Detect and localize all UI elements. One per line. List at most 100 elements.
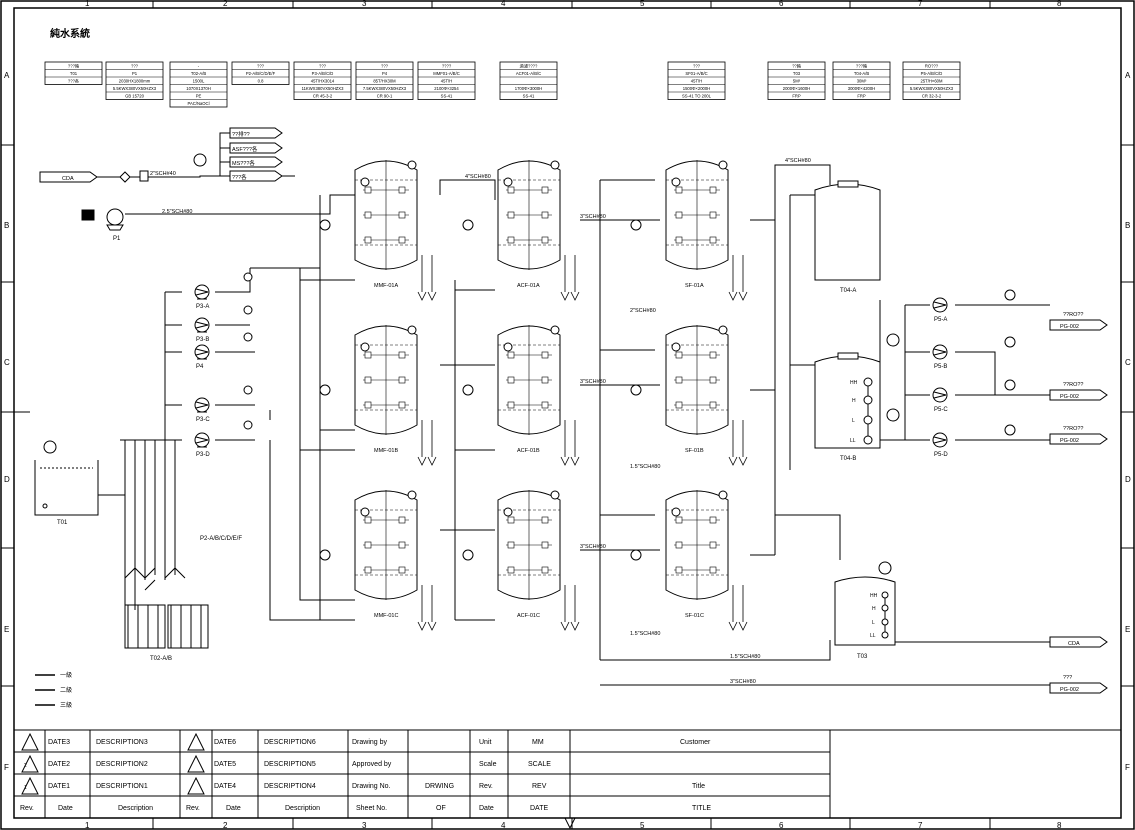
filter-vessels: MMF-01AMMF-01BMMF-01CACF-01AACF-01BACF-0… <box>319 160 748 631</box>
t04b-level-hh: HH <box>850 380 858 386</box>
vessel-sf-a: SF-01A <box>630 160 748 301</box>
inner-border <box>13 7 1122 819</box>
cda-label: CDA <box>62 176 74 182</box>
unit-label: Unit <box>479 739 492 746</box>
equipment-table-cell: 2000Φ×1600H <box>783 86 810 91</box>
tank-t02: T02-A/B P2-A/B/C/D/E/F <box>120 439 242 662</box>
t02-label: T02-A/B <box>150 656 172 662</box>
zone-row-right: D <box>1125 475 1131 484</box>
equipment-table-cell: FRP <box>792 94 801 99</box>
t04b-level-l: L <box>852 418 855 424</box>
acf-b-label: ACF-01B <box>517 448 540 454</box>
equipment-table-cell: CR 45-3-2 <box>313 94 333 99</box>
vessel-acf-b: ACF-01B <box>462 325 580 466</box>
drawing-no-label: Drawing No. <box>352 783 391 790</box>
t03-level-l: L <box>872 620 875 626</box>
equipment-table-cell: SS-41 <box>523 94 535 99</box>
equipment-table-cell: T01 <box>70 71 78 76</box>
line-label-sf-a: 2"SCH#80 <box>630 308 656 314</box>
equipment-table-cell: 2100Φ×3254 <box>434 86 459 91</box>
zone-col-top: 3 <box>362 0 367 8</box>
mmf-b-label: MMF-01B <box>374 448 398 454</box>
dest-label-4: ???各 <box>232 173 247 181</box>
rev-desc-3: DESCRIPTION3 <box>96 739 148 746</box>
t03-level-hh: HH <box>870 593 878 599</box>
equipment-table-cell: 5M³ <box>793 79 801 84</box>
zone-row-right: E <box>1125 625 1130 634</box>
ro-label-b: ??RO?? <box>1063 382 1084 388</box>
rev-col-header: Rev. <box>20 805 34 812</box>
zone-row-left: D <box>4 475 10 484</box>
tank-t04a: T04-A <box>814 180 881 294</box>
tank-t03: HH H L LL T03 <box>834 561 896 660</box>
equipment-table-cell: P2-A/B/C/D/E/F <box>246 71 276 76</box>
equipment-table-cell: FRP <box>857 94 866 99</box>
equipment-table-cell: SS-41 TO 200L <box>682 94 712 99</box>
drawing-no-value: DRWING <box>425 783 454 790</box>
sf-b-label: SF-01B <box>685 448 704 454</box>
zone-col-top: 4 <box>501 0 506 8</box>
tank-t01: T01 <box>34 440 126 526</box>
line-label-sf-c: 1.5"SCH#80 <box>630 631 660 637</box>
equipment-table-cell: GB 15720 <box>125 94 145 99</box>
sf-c-label: SF-01C <box>685 613 704 619</box>
dest-tag-4 <box>229 170 283 182</box>
cda-filter <box>119 153 207 183</box>
p3b-label: P3-B <box>196 337 209 343</box>
page-title: 純水系統 <box>50 27 90 40</box>
description-col-header-2: Description <box>285 805 320 812</box>
p4-label: P4 <box>196 364 204 370</box>
rev-desc-2: DESCRIPTION2 <box>96 761 148 768</box>
zone-col-top: 6 <box>779 0 784 8</box>
t03-level-h: H <box>872 606 876 612</box>
zone-col-bottom: 4 <box>501 821 506 830</box>
date-value: DATE <box>530 805 548 812</box>
pressure-gauge-icon <box>243 332 253 342</box>
pump-p5d: P5-D <box>932 424 1016 458</box>
sf-a-label: SF-01A <box>685 283 704 289</box>
pump-p1: P1 <box>81 208 124 242</box>
tank-t04b: HH H L LL T04-B <box>814 333 900 462</box>
p3d-label: P3-D <box>196 452 210 458</box>
rev-desc-4: DESCRIPTION4 <box>264 783 316 790</box>
ro-tag-label-d: PG-002 <box>1060 687 1079 693</box>
equipment-table-cell: SF01-A/B/C <box>685 71 707 76</box>
rev-date-2: DATE2 <box>48 761 70 768</box>
pump-p5c: P5-C <box>932 379 1016 413</box>
legend-label-3: 三級 <box>60 701 72 709</box>
dest-tag-2 <box>229 142 283 154</box>
line-label-sf-b: 1.5"SCH#80 <box>630 464 660 470</box>
dest-label-3: MS???各 <box>232 159 255 167</box>
pump-p3c: P3-C <box>194 385 253 423</box>
zone-row-right: F <box>1125 763 1130 772</box>
zone-col-top: 8 <box>1057 0 1062 8</box>
equipment-table-cell: ??? <box>319 64 327 69</box>
vessel-sf-c: SF-01C <box>630 490 748 631</box>
zone-col-bottom: 1 <box>85 821 90 830</box>
equipment-table-cell: 1500L <box>193 79 205 84</box>
zone-row-left: E <box>4 625 9 634</box>
zone-col-top: 2 <box>223 0 228 8</box>
zone-col-bottom: 6 <box>779 821 784 830</box>
zone-col-bottom: 3 <box>362 821 367 830</box>
date-col-header-2: Date <box>226 805 241 812</box>
equipment-table-cell: P3-A/B/C/D <box>312 71 334 76</box>
ro-tag-b <box>1049 389 1108 401</box>
equipment-table-cell: MMF01-A/B/C <box>433 71 460 76</box>
pump-p3b: P3-B <box>194 305 253 343</box>
pump-p3d: P3-D <box>194 420 253 458</box>
zone-col-bottom: 5 <box>640 821 645 830</box>
p1-label: P1 <box>113 236 121 242</box>
equipment-table-cell: T03 <box>793 71 801 76</box>
equipment-table-cell: ???? <box>442 64 452 69</box>
equipment-table-cell: ???箱 <box>856 63 867 70</box>
equipment-table-cell: RO??? <box>925 64 939 69</box>
rev-date-6: DATE6 <box>214 739 236 746</box>
rev-num-1: 1 <box>24 785 27 791</box>
return-label: ??? <box>1063 675 1072 681</box>
pressure-gauge-icon <box>243 420 253 430</box>
